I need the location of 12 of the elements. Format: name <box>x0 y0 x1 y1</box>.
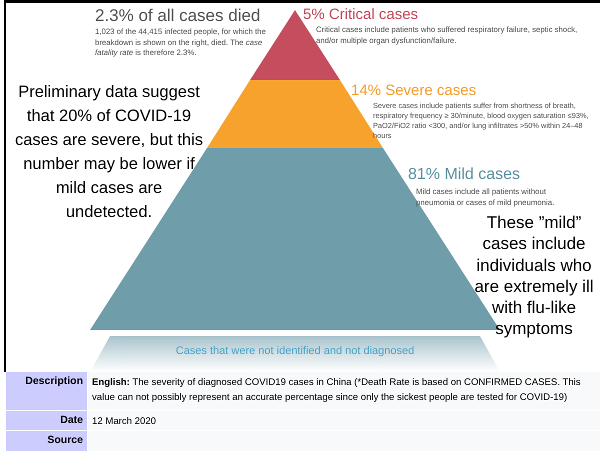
annotation-text: These ”mild” cases include individuals who are extremely ill with flu-like symptoms <box>473 212 595 340</box>
band-heading: 14% Severe cases <box>351 82 476 99</box>
table-cell: English: The severity of diagnosed COVID19 cases in China (*Death Rate is based on CONFIRMED CASES. This value can not possibly represent an accurate percentage since only the sickest people are tested for COVID-19) <box>88 372 600 410</box>
band-heading: 5% Critical cases <box>303 6 418 23</box>
table-header-cell: Source <box>6 431 87 451</box>
band-label: Cases that were not identified and not diagnosed <box>174 345 416 357</box>
table-header-cell: Description <box>6 372 87 410</box>
annotation-text: Preliminary data suggest that 20% of COVID-19 cases are severe, but this number may be lower if mild cases are undetected. <box>14 82 204 223</box>
band-heading: 81% Mild cases <box>408 166 520 184</box>
heading: 2.3% of all cases died <box>95 6 260 26</box>
table-cell: 12 March 2020 <box>88 411 600 430</box>
table-header-cell: Date <box>6 411 87 430</box>
